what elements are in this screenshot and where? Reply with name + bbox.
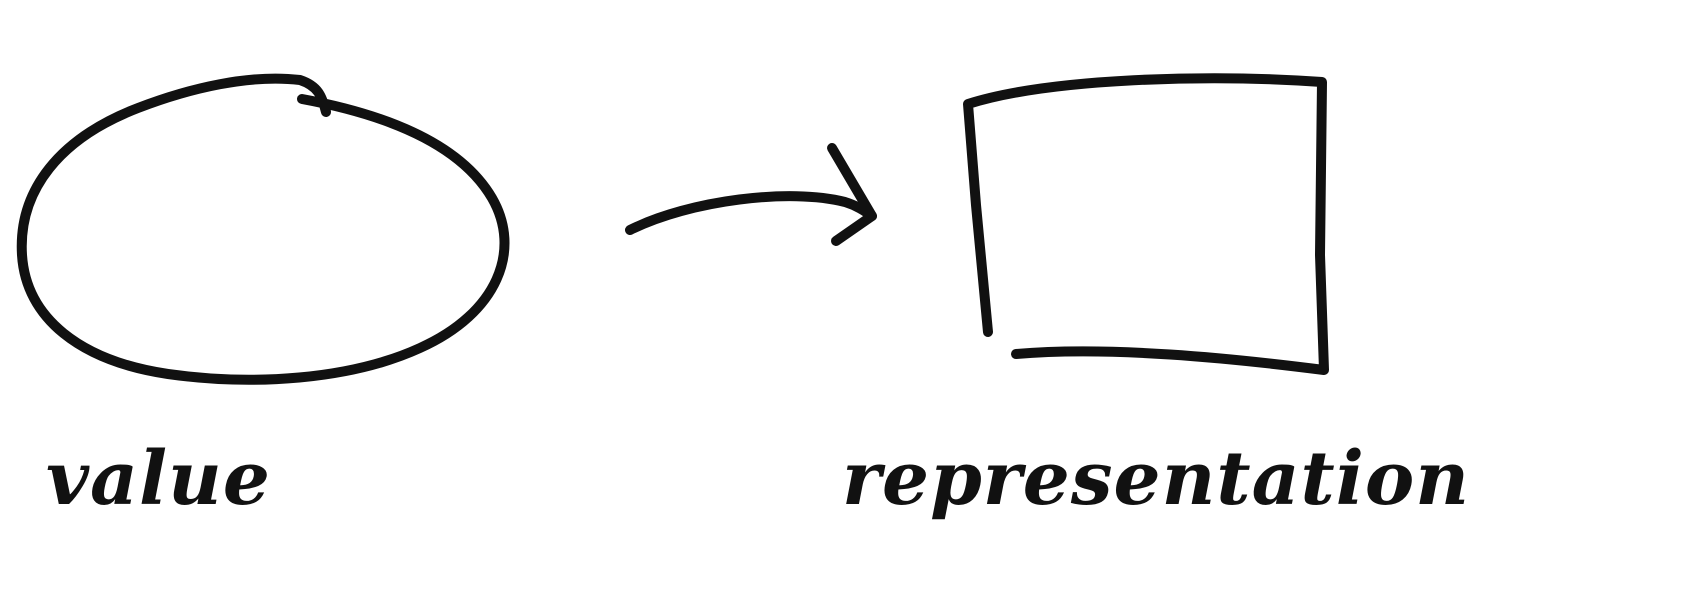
- value-label: value: [46, 436, 271, 522]
- representation-box: [963, 73, 1329, 375]
- arrow-head: [827, 143, 877, 246]
- arrow-shaft: [625, 191, 877, 235]
- representation-label: representation: [842, 436, 1471, 522]
- value-ellipse: [16, 73, 510, 385]
